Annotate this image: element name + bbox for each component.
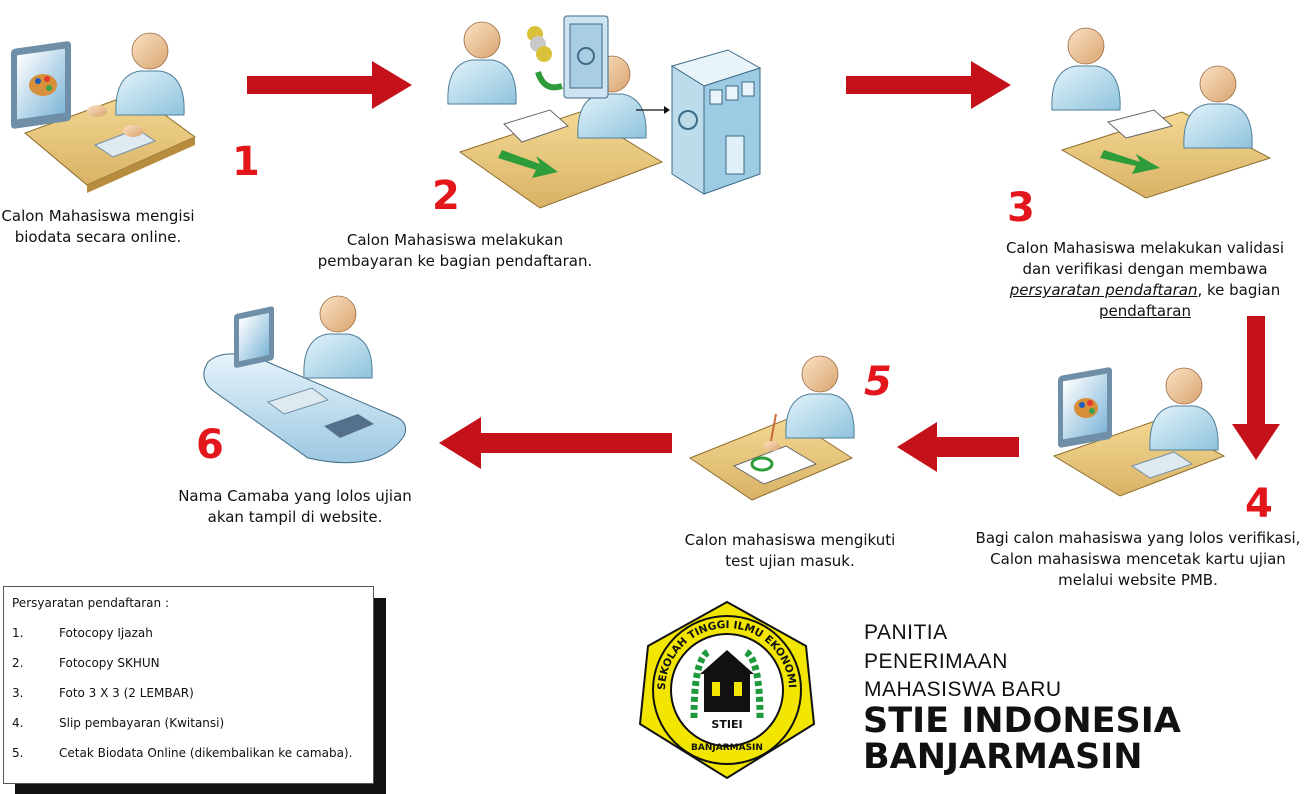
payment-desk-icon bbox=[447, 21, 664, 209]
step-caption-3: Calon Mahasiswa melakukan validasi dan v… bbox=[1005, 239, 1285, 320]
flow-arrow-icon bbox=[439, 417, 672, 469]
flow-arrow-icon bbox=[247, 61, 412, 109]
step-caption-4: Bagi calon mahasiswa yang lolos verifika… bbox=[975, 529, 1301, 589]
connector-line bbox=[636, 106, 670, 114]
logo-abbr: STIEI bbox=[711, 718, 742, 731]
list-item: 2.Fotocopy SKHUN bbox=[12, 656, 160, 670]
flow-arrow-icon bbox=[897, 422, 1019, 472]
bank-building-icon bbox=[670, 49, 762, 195]
institution-line-1: PANITIA bbox=[864, 621, 948, 644]
person-at-computer-icon bbox=[1052, 367, 1226, 497]
person-at-computer-icon bbox=[11, 32, 196, 193]
list-item: 5.Cetak Biodata Online (dikembalikan ke … bbox=[12, 746, 353, 760]
flow-arrow-icon bbox=[1232, 316, 1280, 460]
step-number-3: 3 bbox=[1007, 185, 1035, 231]
institution-name-2: BANJARMASIN bbox=[863, 737, 1143, 777]
list-item: 3.Foto 3 X 3 (2 LEMBAR) bbox=[12, 686, 194, 700]
stiei-logo: SEKOLAH TINGGI ILMU EKONOMI INDONESIA ST… bbox=[632, 591, 816, 780]
requirements-box: Persyaratan pendaftaran : 1.Fotocopy Ija… bbox=[3, 586, 374, 784]
step-number-6: 6 bbox=[196, 422, 224, 468]
institution-name-1: STIE INDONESIA bbox=[863, 701, 1181, 741]
validation-desk-icon bbox=[1051, 27, 1272, 199]
list-item: 4.Slip pembayaran (Kwitansi) bbox=[12, 716, 225, 730]
step-number-2: 2 bbox=[432, 173, 460, 219]
list-item: 1.Fotocopy Ijazah bbox=[12, 626, 153, 640]
safe-icon bbox=[563, 15, 609, 99]
test-writing-icon bbox=[688, 355, 855, 501]
reception-desk-icon bbox=[203, 295, 407, 464]
requirements-link[interactable]: persyaratan pendaftaran bbox=[1009, 281, 1198, 299]
institution-line-2: PENERIMAAN bbox=[864, 650, 1008, 673]
logo-city: BANJARMASIN bbox=[691, 743, 763, 753]
step-number-1: 1 bbox=[232, 139, 260, 185]
flow-arrow-icon bbox=[846, 61, 1011, 109]
step-number-4: 4 bbox=[1245, 481, 1273, 527]
step-number-5: 5 bbox=[864, 359, 892, 405]
requirements-title: Persyaratan pendaftaran : bbox=[12, 596, 169, 610]
institution-line-3: MAHASISWA BARU bbox=[864, 678, 1062, 701]
